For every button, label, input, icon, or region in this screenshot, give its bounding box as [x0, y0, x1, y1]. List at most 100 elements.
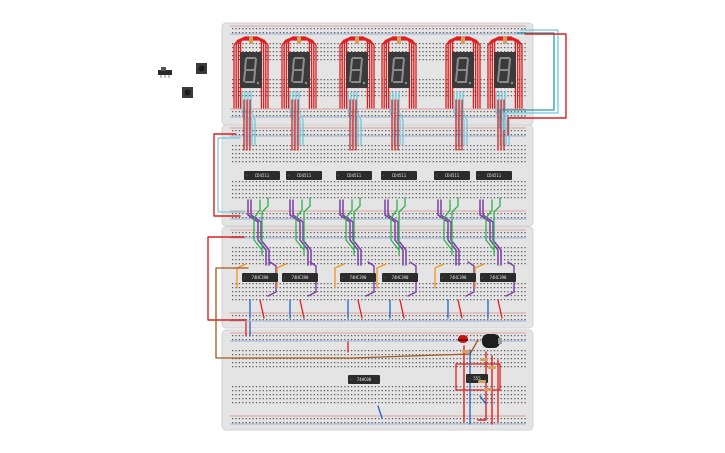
led[interactable] — [458, 335, 468, 343]
resistor[interactable] — [461, 36, 465, 44]
wire[interactable] — [479, 395, 487, 405]
decoder-chip[interactable]: 74HC390 — [340, 273, 376, 282]
wire[interactable] — [356, 91, 362, 146]
wire[interactable] — [250, 91, 256, 146]
seven-segment-display[interactable] — [452, 36, 474, 88]
wire[interactable] — [259, 299, 265, 319]
chip-label: 555 — [473, 376, 481, 381]
segment — [497, 70, 500, 82]
wire[interactable] — [295, 199, 305, 251]
wire[interactable] — [384, 199, 404, 266]
seven-segment-display[interactable] — [494, 36, 516, 88]
segment — [360, 58, 363, 70]
segment — [456, 58, 459, 70]
decoder-chip[interactable]: 74HC390 — [282, 273, 318, 282]
resistor[interactable] — [480, 358, 488, 361]
wire[interactable] — [213, 133, 241, 217]
chip-label: 74HC390 — [490, 275, 507, 280]
seven-segment-display[interactable] — [288, 36, 310, 88]
buzzer[interactable] — [482, 334, 502, 348]
resistor[interactable] — [488, 366, 496, 369]
counter-chip[interactable]: CD4511 — [381, 171, 417, 180]
wire[interactable] — [377, 405, 383, 419]
wire[interactable] — [497, 299, 503, 319]
counter-chip[interactable]: CD4511 — [336, 171, 372, 180]
seven-segment-display[interactable] — [388, 36, 410, 88]
wire[interactable] — [399, 299, 405, 319]
wire[interactable] — [345, 199, 355, 251]
wire[interactable] — [457, 299, 463, 319]
wire[interactable] — [292, 199, 312, 266]
decoder-chip[interactable]: 74HC390 — [382, 273, 418, 282]
wire[interactable] — [247, 199, 267, 266]
wire[interactable] — [434, 263, 445, 289]
wire[interactable] — [398, 197, 406, 256]
chip-label: 74HC390 — [450, 275, 467, 280]
chip-label: CD4511 — [297, 173, 312, 178]
wire[interactable] — [339, 199, 359, 266]
resistor[interactable] — [355, 36, 359, 44]
wire[interactable] — [298, 91, 304, 146]
wire[interactable] — [303, 197, 311, 256]
wire[interactable] — [507, 33, 567, 136]
resistor[interactable] — [503, 36, 507, 44]
resistor[interactable] — [297, 36, 301, 44]
wire[interactable] — [482, 199, 502, 266]
segment — [391, 70, 394, 82]
counter-chip[interactable]: CD4511 — [244, 171, 280, 180]
wire[interactable] — [504, 91, 510, 146]
wire[interactable] — [390, 199, 400, 251]
resistor[interactable] — [397, 36, 401, 44]
decoder-chip[interactable]: 74HC390 — [480, 273, 516, 282]
wire[interactable] — [250, 199, 270, 266]
chip-label: CD4511 — [392, 173, 407, 178]
resistor[interactable] — [249, 36, 253, 44]
wire[interactable] — [451, 197, 459, 256]
decoder-chip[interactable]: 74HC390 — [242, 273, 278, 282]
wire[interactable] — [353, 197, 361, 256]
wire[interactable] — [485, 199, 495, 251]
resistor[interactable] — [462, 350, 470, 353]
wire[interactable] — [503, 29, 559, 131]
wire[interactable] — [261, 197, 269, 256]
decoder-chip[interactable]: 74HC390 — [440, 273, 476, 282]
wire[interactable] — [462, 91, 468, 146]
wire[interactable] — [387, 199, 407, 266]
wire[interactable] — [217, 137, 245, 213]
slide-switch[interactable] — [158, 67, 172, 78]
resistor[interactable] — [484, 388, 492, 391]
decimal-point — [510, 81, 514, 85]
segment — [465, 70, 468, 82]
seven-segment-display[interactable] — [240, 36, 262, 88]
wire[interactable] — [289, 199, 309, 266]
seven-segment-display[interactable] — [346, 36, 368, 88]
wire[interactable] — [443, 199, 453, 251]
pushbutton-start[interactable] — [182, 87, 193, 98]
breadboard-counter[interactable] — [221, 124, 534, 227]
wire[interactable] — [207, 236, 247, 321]
wire[interactable] — [253, 199, 263, 251]
wire[interactable] — [342, 199, 362, 266]
counter-chip[interactable]: CD4511 — [434, 171, 470, 180]
counter-chip[interactable]: CD4511 — [286, 171, 322, 180]
decimal-point — [256, 81, 260, 85]
segment — [244, 58, 247, 70]
segment — [466, 58, 469, 70]
wire[interactable] — [334, 263, 345, 289]
resistor[interactable] — [478, 380, 486, 383]
wire[interactable] — [499, 32, 555, 129]
pushbutton-reset[interactable] — [196, 63, 207, 74]
wire[interactable] — [299, 299, 305, 319]
wire[interactable] — [437, 199, 457, 266]
wire[interactable] — [493, 197, 501, 256]
counter-chip[interactable]: CD4511 — [476, 171, 512, 180]
logic-chip[interactable]: 74HC00 — [348, 375, 380, 384]
decimal-point — [468, 81, 472, 85]
wire[interactable] — [440, 199, 460, 266]
wire[interactable] — [215, 267, 479, 359]
wire[interactable] — [357, 299, 363, 319]
wire[interactable] — [376, 263, 387, 289]
wire[interactable] — [479, 199, 499, 266]
wire[interactable] — [455, 363, 501, 391]
wire[interactable] — [398, 91, 404, 146]
